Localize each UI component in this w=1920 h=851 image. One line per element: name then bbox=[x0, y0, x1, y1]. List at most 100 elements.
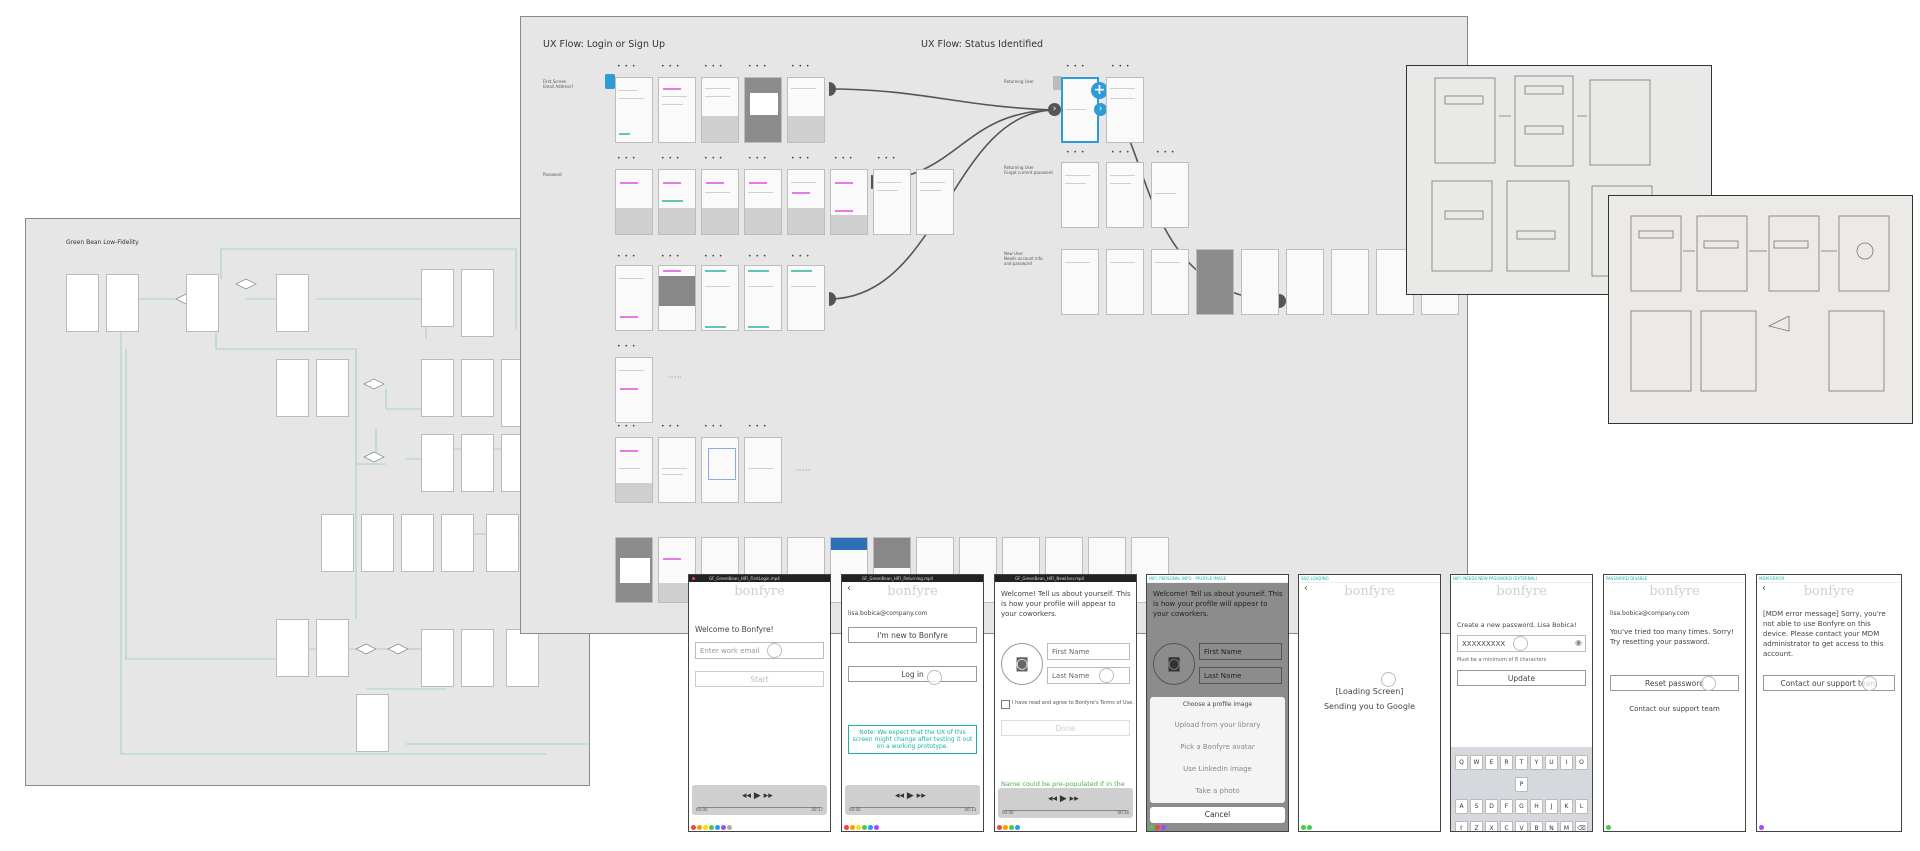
touch-cursor bbox=[927, 670, 942, 685]
flow-screen-thumb[interactable] bbox=[701, 265, 739, 331]
flow-screen-thumb[interactable] bbox=[1241, 249, 1279, 315]
back-arrow-icon[interactable]: ‹ bbox=[1304, 583, 1308, 594]
flow-screen-thumb[interactable] bbox=[701, 437, 739, 503]
flow-screen-thumb[interactable] bbox=[615, 169, 653, 235]
lowfi-screen bbox=[276, 274, 309, 332]
back-arrow-icon[interactable]: ‹ bbox=[1762, 583, 1766, 594]
linkedin-image-option[interactable]: Use LinkedIn image bbox=[1183, 765, 1252, 773]
flow-screen-thumb[interactable] bbox=[744, 265, 782, 331]
flow-screen-thumb[interactable] bbox=[658, 537, 696, 603]
color-swatches bbox=[844, 825, 879, 830]
flow-screen-thumb[interactable] bbox=[1061, 249, 1099, 315]
email-text: lisa.bobica@company.com bbox=[848, 610, 928, 617]
video-title: GF_GreenBean_HIFI_Returning.mp4 bbox=[842, 575, 983, 582]
flow-screen-thumb[interactable] bbox=[916, 169, 954, 235]
first-name-field[interactable]: First Name bbox=[1199, 643, 1282, 660]
phone-screen-returning: GF_GreenBean_HIFI_Returning.mp4 ‹ bonfyr… bbox=[841, 574, 984, 832]
phone-screen-new-user: GF_GreenBean_HIFI_NewUser.mp4 Welcome! T… bbox=[994, 574, 1137, 832]
delete-icon: ⌫ bbox=[1575, 821, 1588, 831]
flow-screen-thumb[interactable] bbox=[701, 77, 739, 143]
first-name-field[interactable]: First Name bbox=[1047, 643, 1130, 660]
contact-support-button[interactable]: Contact our support team bbox=[1763, 675, 1895, 691]
screen-header: HIFI: NEEDS NEW PASSWORD (EXTERNAL) bbox=[1451, 575, 1592, 583]
chevron-right-icon[interactable]: › bbox=[1094, 103, 1107, 116]
video-title: GF_GreenBean_HIFI_NewUser.mp4 bbox=[995, 575, 1136, 582]
last-name-field[interactable]: Last Name bbox=[1199, 667, 1282, 684]
flow-screen-thumb[interactable] bbox=[1106, 162, 1144, 228]
flow-screen-thumb[interactable] bbox=[830, 169, 868, 235]
flow-screen-thumb[interactable] bbox=[787, 169, 825, 235]
email-input[interactable]: Enter work email bbox=[695, 642, 824, 659]
take-photo-option[interactable]: Take a photo bbox=[1195, 787, 1240, 795]
phone-screen-sso-loading: SSO LOADING ‹ bonfyre [Loading Screen] S… bbox=[1298, 574, 1441, 832]
flow-screen-thumb[interactable] bbox=[701, 169, 739, 235]
cancel-button[interactable]: Cancel bbox=[1150, 807, 1285, 823]
flow-screen-thumb[interactable] bbox=[615, 437, 653, 503]
row-label-forgot-password: Returning User Forgot current password bbox=[1004, 165, 1053, 175]
create-password-text: Create a new password, Lisa Bobica! bbox=[1457, 621, 1577, 629]
terms-checkbox[interactable] bbox=[1001, 700, 1010, 709]
video-controls[interactable]: ◂◂ ▶ ▸▸ 00:00 00:16 bbox=[998, 788, 1133, 818]
screen-header: MDM ERROR bbox=[1757, 575, 1901, 583]
touch-cursor bbox=[1381, 672, 1396, 687]
flow-screen-thumb[interactable] bbox=[615, 537, 653, 603]
flow-screen-thumb[interactable] bbox=[1151, 162, 1189, 228]
lowfi-screen bbox=[461, 359, 494, 417]
start-button[interactable]: Start bbox=[695, 671, 824, 687]
disabled-message: You've tried too many times. Sorry! Try … bbox=[1610, 628, 1734, 646]
lowfi-screen bbox=[276, 619, 309, 677]
flow-screen-thumb[interactable] bbox=[744, 437, 782, 503]
bonfyre-avatar-option[interactable]: Pick a Bonfyre avatar bbox=[1180, 743, 1255, 751]
flow-screen-thumb[interactable] bbox=[1196, 249, 1234, 315]
done-button[interactable]: Done bbox=[1001, 720, 1130, 736]
video-controls[interactable]: ◂◂ ▶ ▸▸ 00:00 00:17 bbox=[692, 785, 827, 815]
flow-screen-thumb[interactable] bbox=[1061, 162, 1099, 228]
flow-screen-thumb[interactable] bbox=[744, 169, 782, 235]
flow-screen-thumb[interactable] bbox=[787, 77, 825, 143]
back-arrow-icon[interactable]: ‹ bbox=[847, 583, 851, 594]
ux-flow-board: UX Flow: Login or Sign Up UX Flow: Statu… bbox=[520, 16, 1468, 634]
mdm-error-message: [MDM error message] Sorry, you're not ab… bbox=[1763, 610, 1886, 658]
flow-title-login: UX Flow: Login or Sign Up bbox=[543, 39, 665, 50]
add-screen-button[interactable]: + bbox=[1091, 82, 1108, 99]
flow-screen-thumb[interactable] bbox=[1151, 249, 1189, 315]
flow-screen-thumb[interactable] bbox=[615, 357, 653, 423]
flow-screen-thumb[interactable] bbox=[615, 265, 653, 331]
flow-screen-thumb[interactable] bbox=[1331, 249, 1369, 315]
video-controls[interactable]: ◂◂ ▶ ▸▸ 00:00 00:13 bbox=[845, 785, 980, 815]
flow-screen-thumb[interactable] bbox=[1106, 77, 1144, 143]
lowfi-screen bbox=[186, 274, 219, 332]
lowfi-board-title: Green Bean Low-Fidelity bbox=[66, 239, 139, 246]
flow-screen-thumb[interactable] bbox=[744, 77, 782, 143]
touch-cursor bbox=[1701, 676, 1716, 691]
last-name-field[interactable]: Last Name bbox=[1047, 667, 1130, 684]
flow-screen-thumb[interactable] bbox=[615, 77, 653, 143]
login-button[interactable]: Log in bbox=[848, 666, 977, 682]
eye-icon[interactable]: ◉ bbox=[1575, 638, 1582, 647]
camera-icon[interactable]: ◙ bbox=[1153, 643, 1195, 685]
flow-screen-thumb[interactable] bbox=[873, 169, 911, 235]
flow-screen-thumb[interactable] bbox=[1286, 249, 1324, 315]
password-field[interactable]: XXXXXXXXX bbox=[1457, 635, 1586, 652]
chevron-right-icon[interactable]: › bbox=[1048, 103, 1061, 116]
flow-screen-thumb[interactable] bbox=[1106, 249, 1144, 315]
lowfi-screen bbox=[461, 629, 494, 687]
flow-screen-thumb[interactable] bbox=[658, 77, 696, 143]
flow-screen-thumb[interactable] bbox=[658, 437, 696, 503]
flow-screen-thumb[interactable] bbox=[787, 265, 825, 331]
new-user-button[interactable]: I'm new to Bonfyre bbox=[848, 627, 977, 643]
camera-icon[interactable]: ◙ bbox=[1001, 643, 1043, 685]
update-button[interactable]: Update bbox=[1457, 670, 1586, 686]
playback-icons[interactable]: ◂◂ ▶ ▸▸ bbox=[742, 791, 773, 801]
upload-library-option[interactable]: Upload from your library bbox=[1174, 721, 1261, 729]
color-swatches bbox=[1149, 825, 1166, 830]
flow-screen-thumb[interactable] bbox=[658, 265, 696, 331]
support-link[interactable]: Contact our support team bbox=[1629, 705, 1720, 713]
reset-password-button[interactable]: Reset password bbox=[1610, 675, 1739, 691]
flow-screen-thumb[interactable] bbox=[658, 169, 696, 235]
row-label-password: Password bbox=[543, 172, 562, 177]
